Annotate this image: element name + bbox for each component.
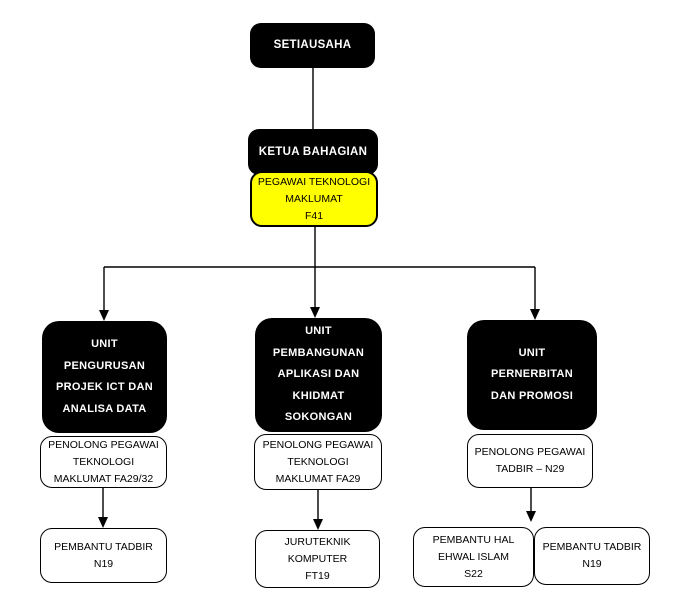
node-pegawai-teknologi-maklumat: PEGAWAI TEKNOLOGI MAKLUMAT F41 [250,171,378,227]
node-ketua-bahagian-label: KETUA BAHAGIAN [258,145,368,158]
node-unit-pembangunan-line: APLIKASI DAN [277,368,360,381]
node-unit-pengurusan-line: PROJEK ICT DAN [55,381,154,393]
node-pembantu-tadbir-left-line: N19 [93,557,114,570]
node-juruteknik-line: KOMPUTER [287,552,348,565]
node-penolong-n29-line: PENOLONG PEGAWAI [474,446,586,458]
node-pembantu-tadbir-right-line: PEMBANTU TADBIR [542,541,642,553]
node-juruteknik-line: JURUTEKNIK [284,535,351,548]
node-penolong-fa29-line: PENOLONG PEGAWAI [262,438,374,451]
node-pembantu-tadbir-right-line: N19 [582,558,602,570]
node-unit-pembangunan-line: KHIDMAT [292,389,345,402]
node-juruteknik-komputer: JURUTEKNIK KOMPUTER FT19 [255,530,380,588]
node-hal-ehwal-line: PEMBANTU HAL [432,533,515,546]
node-hal-ehwal-line: S22 [464,567,483,580]
node-pembantu-hal-ehwal-islam: PEMBANTU HAL EHWAL ISLAM S22 [413,527,534,587]
arrowhead-left-col [98,517,108,528]
node-unit-pengurusan-line: ANALISA DATA [62,402,147,415]
node-penolong-fa2932-line: TEKNOLOGI [72,455,135,468]
node-unit-pembangunan: UNIT PEMBANGUNAN APLIKASI DAN KHIDMAT SO… [255,318,382,432]
node-penolong-pegawai-fa29-32: PENOLONG PEGAWAI TEKNOLOGI MAKLUMAT FA29… [40,436,167,488]
node-penolong-fa2932-line: PENOLONG PEGAWAI [48,438,159,451]
node-unit-pembangunan-line: SOKONGAN [284,411,353,424]
node-pembantu-tadbir-left-line: PEMBANTU TADBIR [54,540,153,553]
node-penolong-pegawai-fa29: PENOLONG PEGAWAI TEKNOLOGI MAKLUMAT FA29 [254,434,382,490]
arrowhead-middle-col [313,519,323,530]
node-ketua-bahagian: KETUA BAHAGIAN [248,129,378,175]
node-penolong-fa29-line: MAKLUMAT FA29 [275,472,361,485]
arrowhead-branch-middle [310,307,320,318]
node-unit-pernerbitan-line: UNIT [518,346,546,359]
arrowhead-branch-left [99,310,109,321]
node-penolong-pegawai-tadbir-n29: PENOLONG PEGAWAI TADBIR – N29 [467,434,593,488]
arrowhead-right-col [526,511,536,522]
node-setiausaha-label: SETIAUSAHA [273,39,352,51]
node-unit-pernerbitan: UNIT PERNERBITAN DAN PROMOSI [467,320,597,430]
node-penolong-fa29-line: TEKNOLOGI [287,455,349,468]
node-pembantu-tadbir-right: PEMBANTU TADBIR N19 [534,527,650,585]
node-pegawai-line: PEGAWAI TEKNOLOGI [257,175,371,188]
node-penolong-fa2932-line: MAKLUMAT FA29/32 [53,472,154,485]
node-pembantu-tadbir-left: PEMBANTU TADBIR N19 [40,528,167,583]
node-unit-pembangunan-line: PEMBANGUNAN [272,346,365,359]
node-setiausaha: SETIAUSAHA [250,23,375,68]
node-unit-pernerbitan-line: DAN PROMOSI [490,389,574,402]
node-unit-pembangunan-line: UNIT [305,325,332,338]
node-unit-pengurusan-line: PENGURUSAN [63,359,146,372]
node-unit-pengurusan: UNIT PENGURUSAN PROJEK ICT DAN ANALISA D… [42,321,167,433]
node-unit-pernerbitan-line: PERNERBITAN [491,368,573,381]
arrowhead-branch-right [530,309,540,320]
node-juruteknik-line: FT19 [305,569,330,582]
node-penolong-n29-line: TADBIR – N29 [495,463,565,475]
node-pegawai-line: F41 [304,209,324,222]
node-hal-ehwal-line: EHWAL ISLAM [438,550,509,563]
node-pegawai-line: MAKLUMAT [285,192,343,205]
node-unit-pengurusan-line: UNIT [91,338,118,350]
